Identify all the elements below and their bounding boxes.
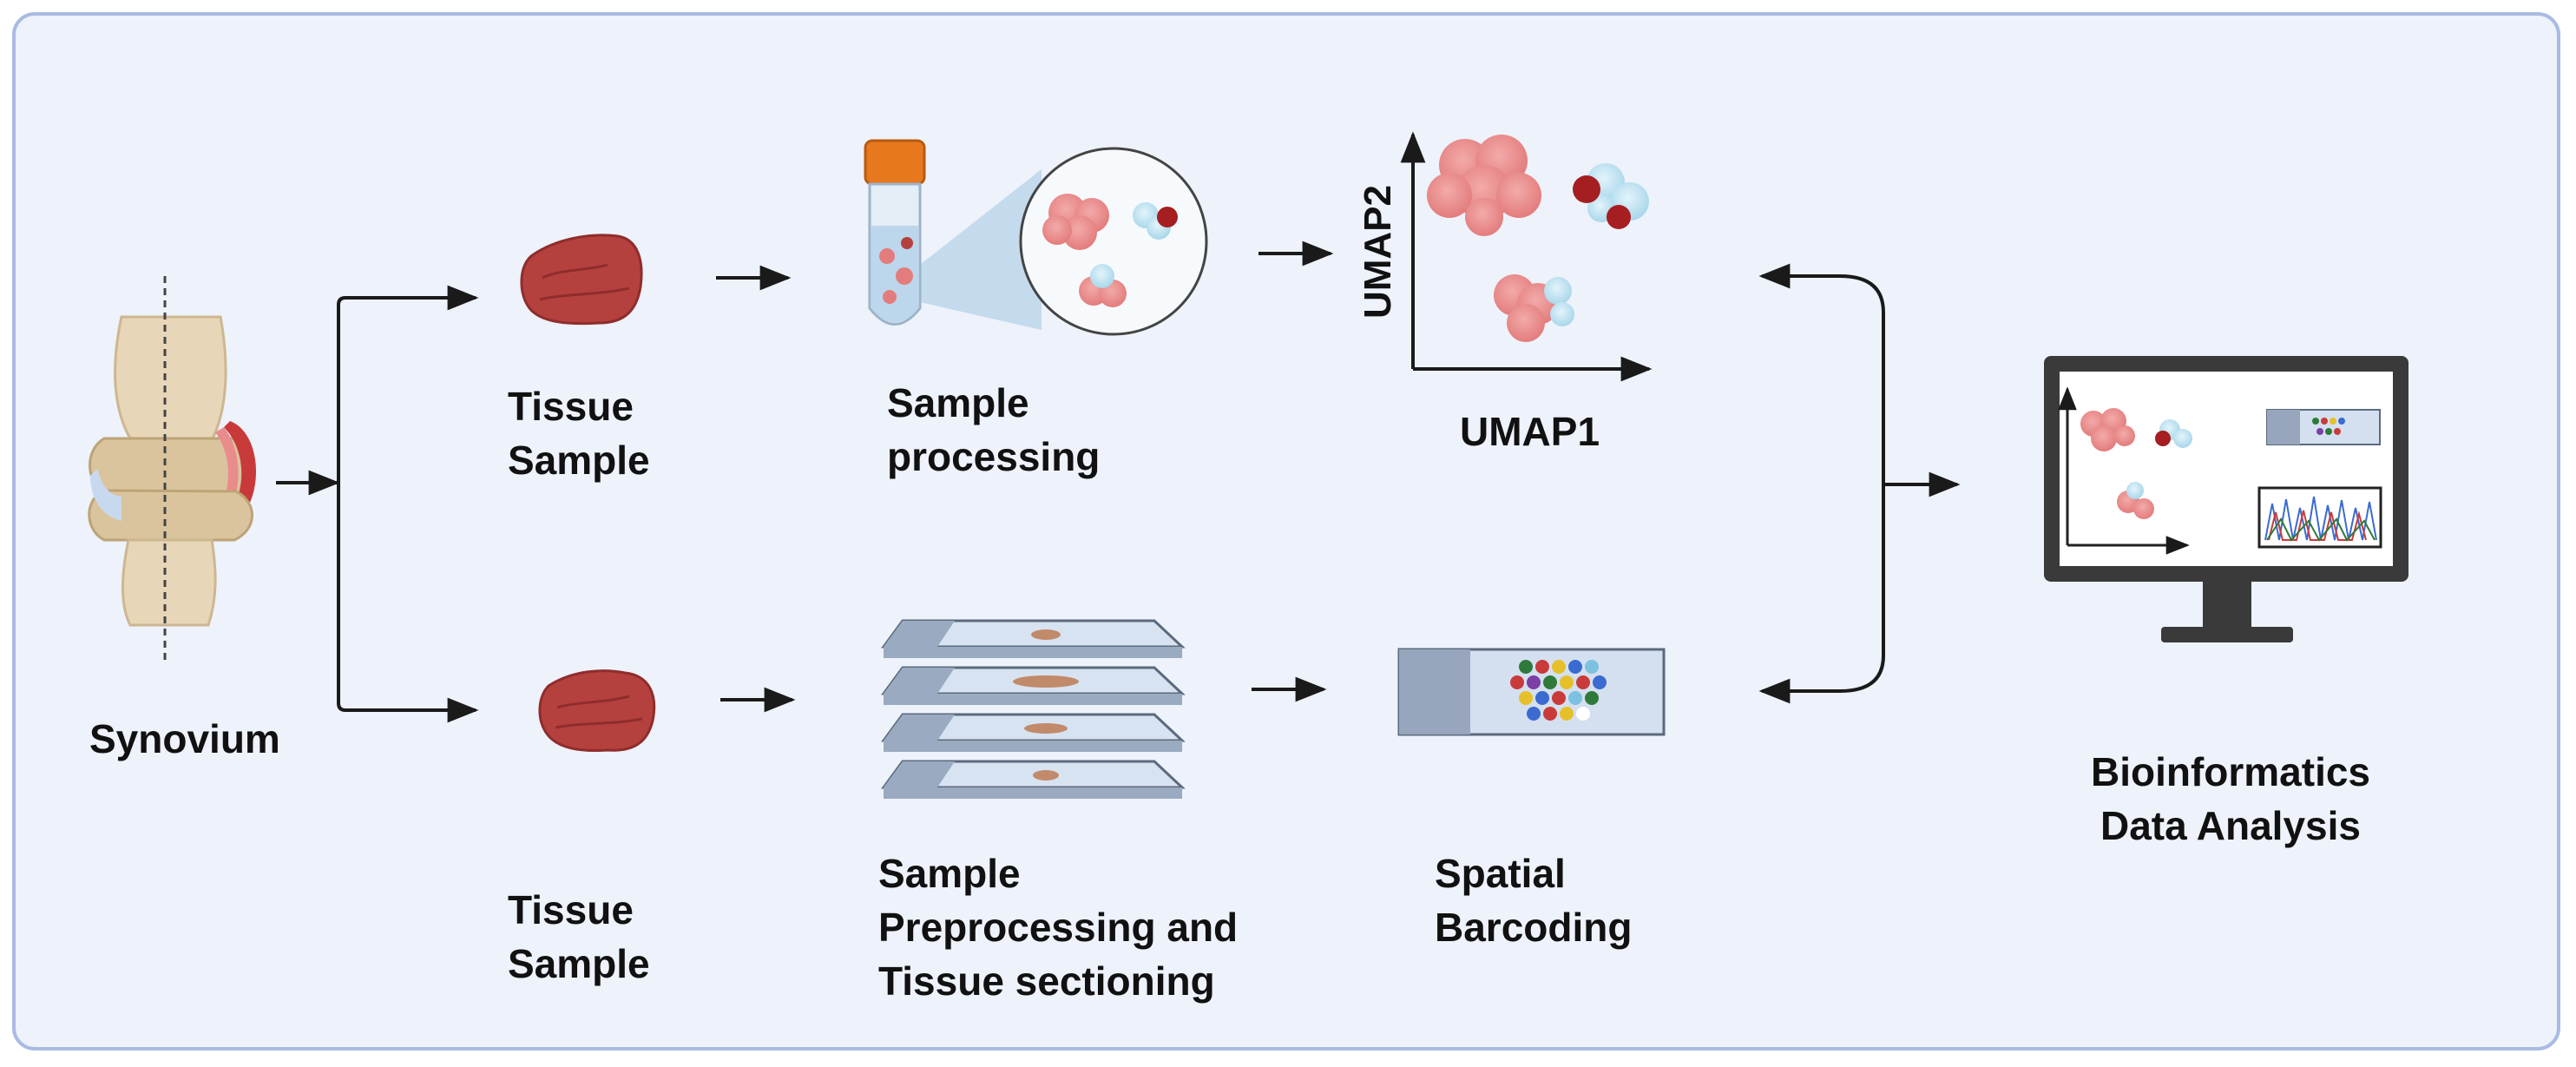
label-bioinformatics: Bioinformatics Data Analysis [2090, 749, 2371, 848]
barcode-spots [1510, 660, 1607, 721]
label-tissue-sample-top: Tissue Sample [508, 384, 650, 483]
spatial-barcoding-slide-icon [1397, 648, 1666, 736]
umap-plot [1400, 131, 1653, 382]
umap-cluster-small [1494, 274, 1574, 342]
label-synovium: Synovium [89, 716, 280, 761]
umap-y-label: UMAP2 [1357, 185, 1399, 319]
tissue-sample-bottom-icon [538, 669, 656, 752]
umap-cluster-mixed [1573, 163, 1649, 229]
umap-x-label: UMAP1 [1460, 409, 1600, 454]
label-spatial-barcoding: Spatial Barcoding [1435, 851, 1633, 950]
monitor-icon [2044, 356, 2408, 642]
umap-cluster-large [1427, 135, 1541, 236]
label-sample-processing: Sample processing [887, 380, 1101, 479]
knee-joint-icon [88, 276, 256, 660]
branch-connectors [276, 240, 1961, 723]
tissue-sample-top-icon [520, 234, 643, 326]
label-tissue-sample-bottom: Tissue Sample [508, 887, 650, 986]
label-sample-preprocessing: Sample Preprocessing and Tissue sectioni… [878, 851, 1239, 1004]
sample-tube-icon [864, 139, 1208, 336]
tissue-section-slides-icon [881, 619, 1186, 799]
